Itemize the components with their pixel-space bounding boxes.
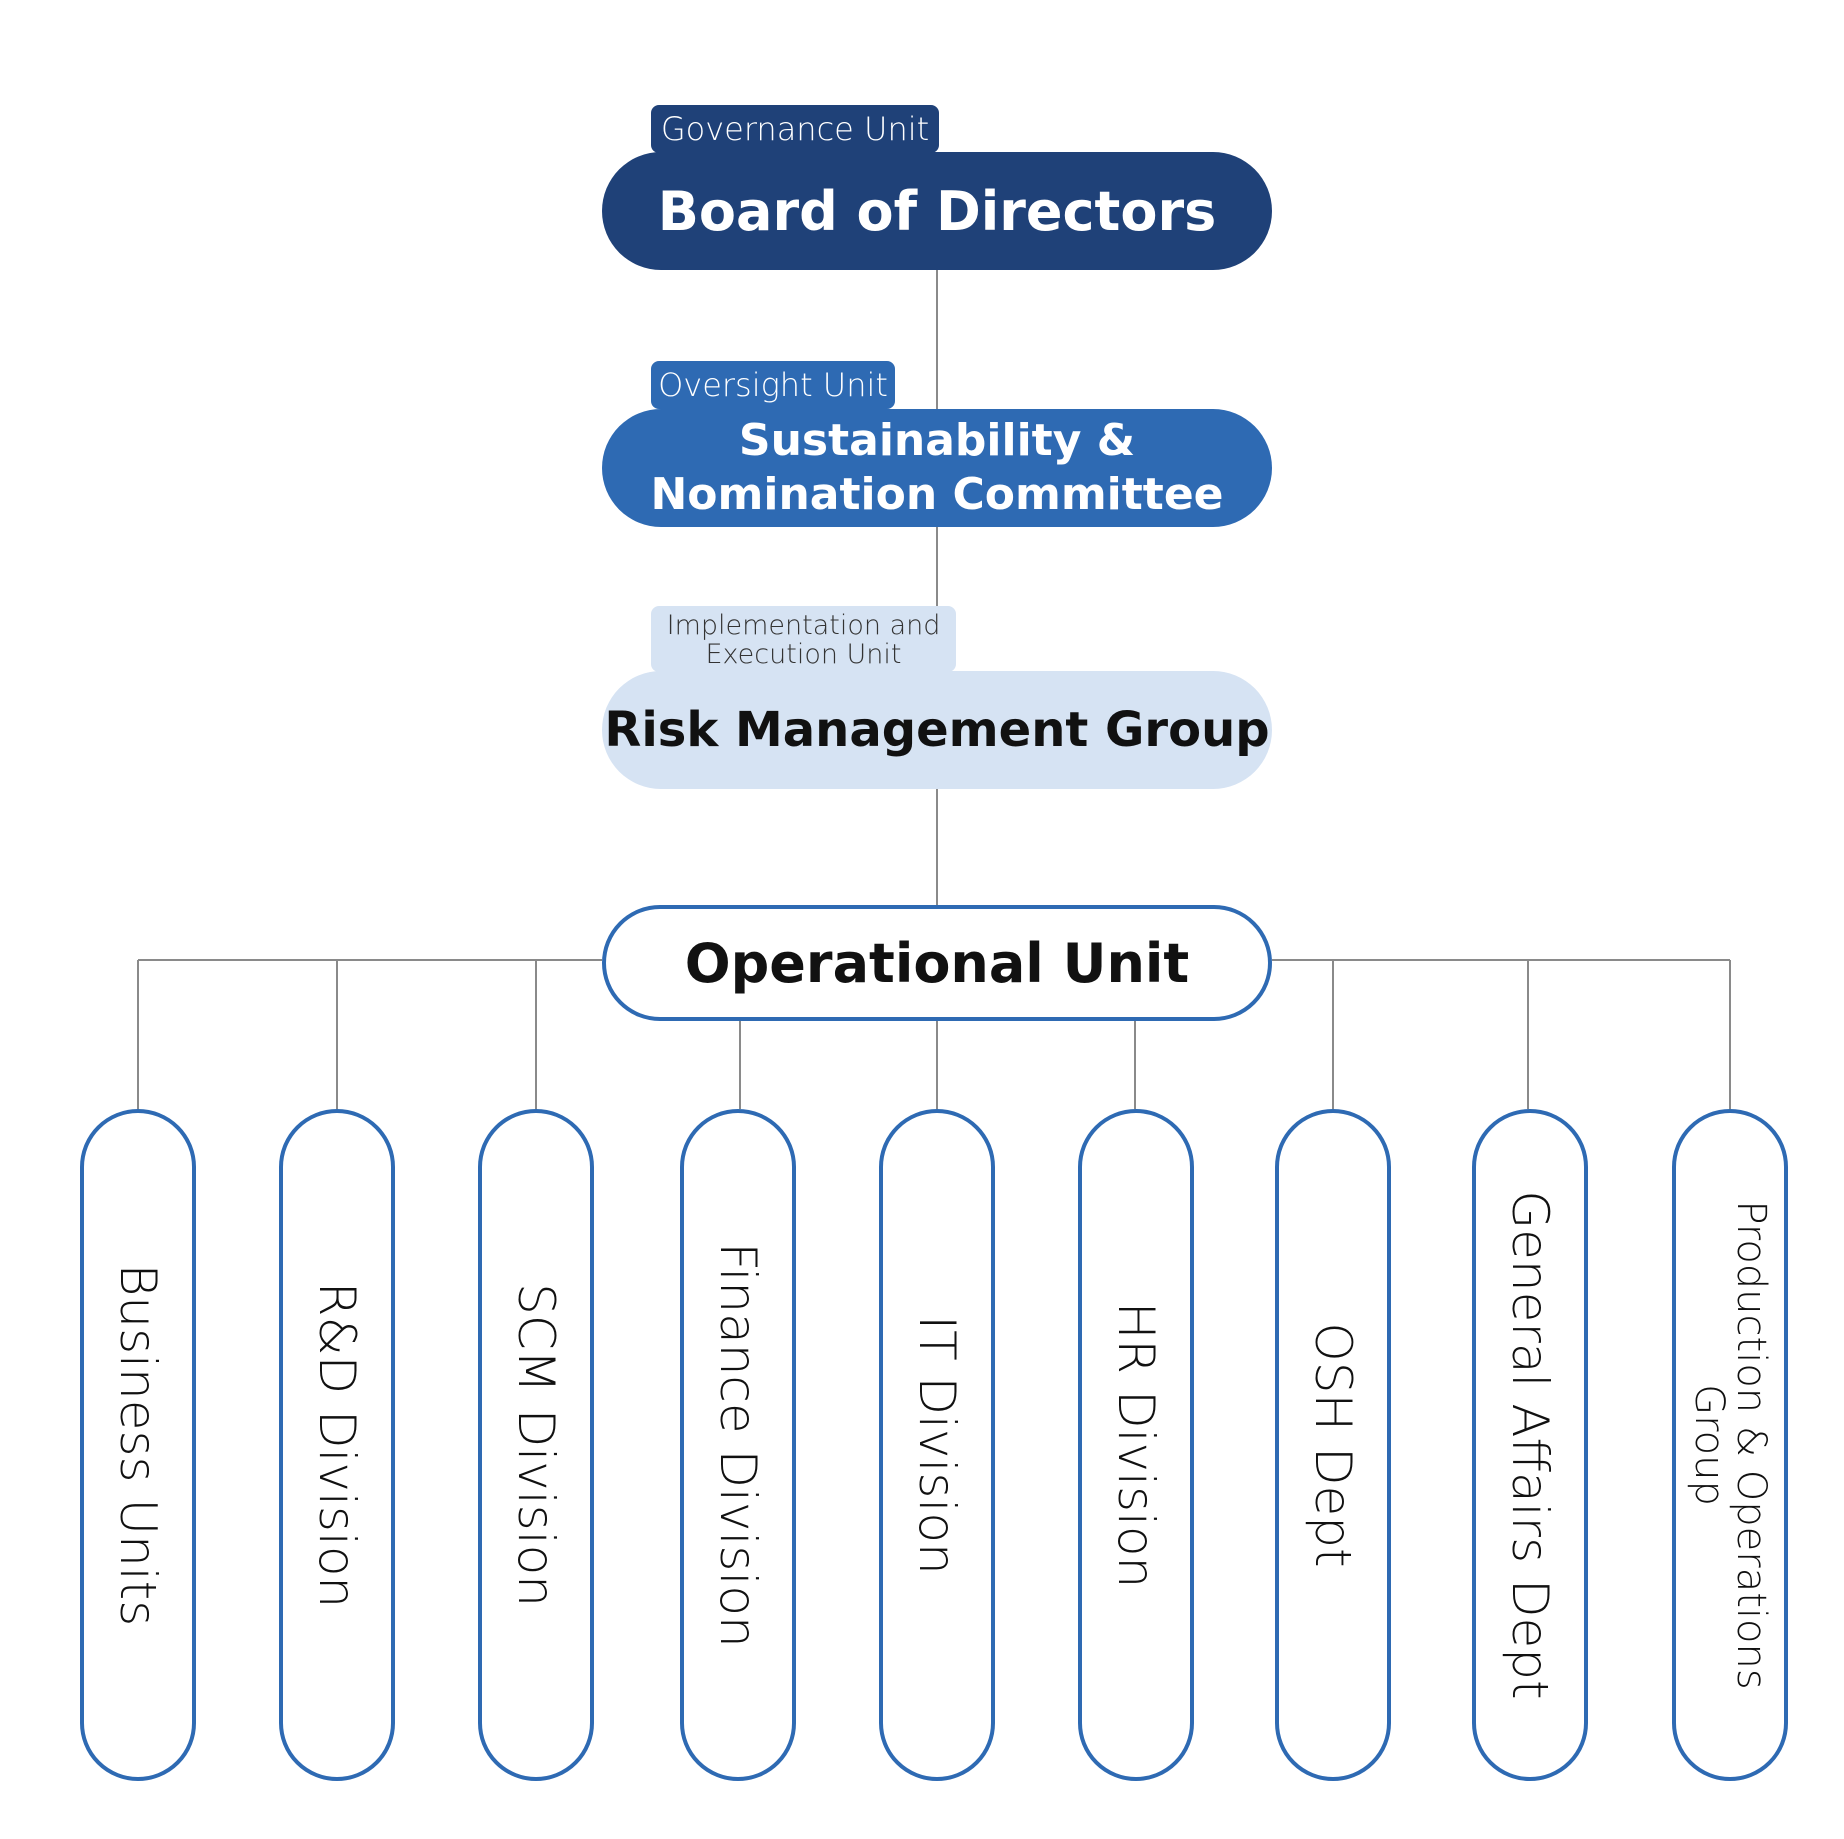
unit-osh-dept: OSH Dept <box>1275 1109 1391 1781</box>
unit-hr-division: HR Division <box>1078 1109 1194 1781</box>
unit-production-operations-group: Production & Operations Group <box>1672 1109 1788 1781</box>
implementation-unit-tag: Implementation and Execution Unit <box>651 606 956 672</box>
unit-label: Business Units <box>109 1263 167 1627</box>
risk-management-group-node: Risk Management Group <box>602 671 1272 789</box>
unit-business-units: Business Units <box>80 1109 196 1781</box>
risk-management-group-title: Risk Management Group <box>604 702 1270 758</box>
unit-label: HR Division <box>1107 1301 1165 1589</box>
governance-unit-tag: Governance Unit <box>651 105 939 153</box>
operational-unit-title: Operational Unit <box>684 931 1190 995</box>
implementation-unit-tag-label: Implementation and Execution Unit <box>667 611 941 669</box>
board-of-directors-node: Board of Directors <box>602 152 1272 270</box>
unit-scm-division: SCM Division <box>478 1109 594 1781</box>
unit-finance-division: Finance Division <box>680 1109 796 1781</box>
unit-label: R&D Division <box>308 1281 366 1609</box>
unit-it-division: IT Division <box>879 1109 995 1781</box>
unit-rd-division: R&D Division <box>279 1109 395 1781</box>
oversight-unit-tag-label: Oversight Unit <box>658 366 888 404</box>
governance-unit-tag-label: Governance Unit <box>660 110 930 148</box>
unit-label: SCM Division <box>507 1283 565 1607</box>
unit-label: IT Division <box>908 1315 966 1575</box>
unit-label: Production & Operations Group <box>1686 1200 1774 1690</box>
sustainability-committee-title: Sustainability & Nomination Committee <box>650 414 1223 522</box>
sustainability-committee-node: Sustainability & Nomination Committee <box>602 409 1272 527</box>
unit-label: General Affairs Dept <box>1501 1190 1559 1700</box>
board-of-directors-title: Board of Directors <box>657 179 1217 243</box>
oversight-unit-tag: Oversight Unit <box>651 361 895 409</box>
unit-general-affairs-dept: General Affairs Dept <box>1472 1109 1588 1781</box>
committee-title-line-1: Sustainability & <box>738 415 1136 466</box>
implementation-tag-line-1: Implementation and <box>666 610 941 641</box>
unit-label: Finance Division <box>709 1242 767 1648</box>
implementation-tag-line-2: Execution Unit <box>705 639 902 670</box>
committee-title-line-2: Nomination Committee <box>650 469 1224 520</box>
operational-unit-node: Operational Unit <box>602 905 1272 1021</box>
unit-label: OSH Dept <box>1304 1322 1362 1568</box>
